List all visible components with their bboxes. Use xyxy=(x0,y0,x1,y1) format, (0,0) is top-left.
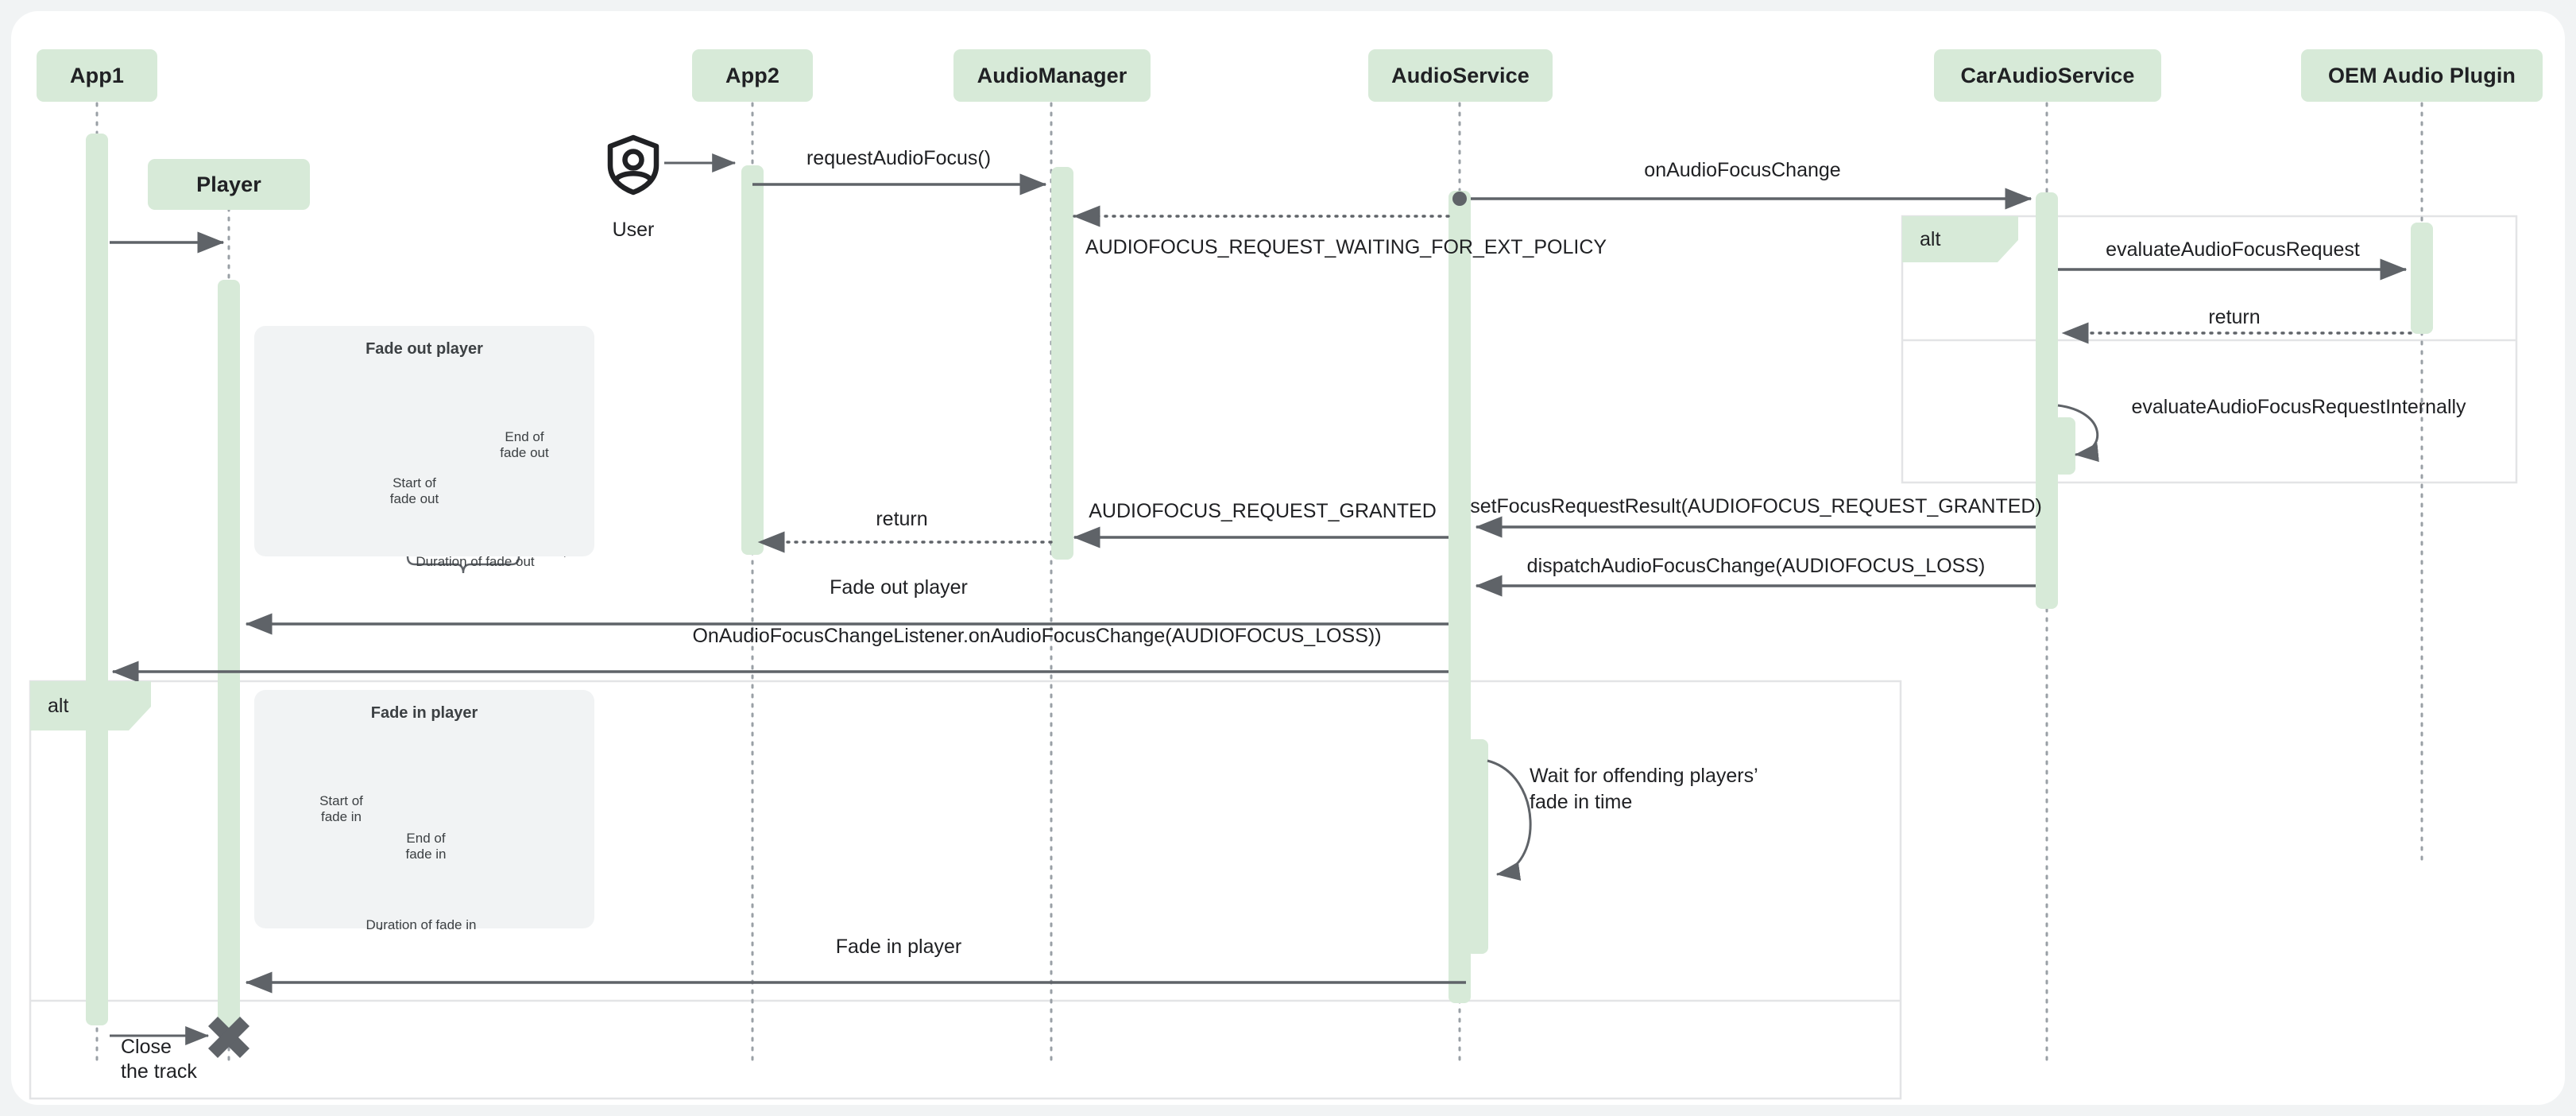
actor-user-label: User xyxy=(612,219,655,241)
message-label-fade-in-player: Fade in player xyxy=(835,936,962,958)
fragment-label-alt-app1: alt xyxy=(30,681,146,730)
participant-label: App1 xyxy=(70,63,124,87)
fade-out-end-label: End of fade out xyxy=(500,429,549,461)
fragment-label-alt-oem: alt xyxy=(1902,216,2015,262)
message-label-fade-out-player: Fade out player xyxy=(830,576,968,599)
fade-in-end-label: End of fade in xyxy=(405,831,447,862)
participant-audiomanager[interactable]: AudioManager xyxy=(953,49,1151,102)
message-label-onaudiofocuschange: onAudioFocusChange xyxy=(1644,159,1841,181)
fade-out-chart-title: Fade out player xyxy=(366,340,483,358)
participant-app2[interactable]: App2 xyxy=(692,49,813,102)
message-label-close-the-track: Close the track xyxy=(121,1036,197,1083)
participant-label: CarAudioService xyxy=(1960,63,2135,87)
note-fade-out-player xyxy=(254,326,594,556)
fade-out-duration-label: Duration of fade out xyxy=(416,554,535,569)
message-label-app2-return: return xyxy=(876,508,928,530)
fragment-label-text: alt xyxy=(48,694,69,717)
participant-label: OEM Audio Plugin xyxy=(2327,63,2516,87)
message-label-onaudiofocuschangelistener: OnAudioFocusChangeListener.onAudioFocusC… xyxy=(692,625,1382,647)
participant-label: App2 xyxy=(725,63,779,87)
participant-label: Player xyxy=(196,172,261,196)
message-label-audiofocus-request-granted: AUDIOFOCUS_REQUEST_GRANTED xyxy=(1089,500,1437,522)
fade-out-start-label: Start of fade out xyxy=(389,475,439,507)
fade-in-chart-title: Fade in player xyxy=(370,704,478,722)
participant-label: AudioService xyxy=(1391,63,1530,87)
participant-caraudioservice[interactable]: CarAudioService xyxy=(1934,49,2161,102)
participant-oemplugin[interactable]: OEM Audio Plugin xyxy=(2301,49,2543,102)
message-label-oem-return: return xyxy=(2208,306,2261,328)
participant-audioservice[interactable]: AudioService xyxy=(1368,49,1553,102)
message-label-evaluateaudiofocusrequest: evaluateAudioFocusRequest xyxy=(2106,238,2360,261)
message-label-waiting-for-ext-policy: AUDIOFOCUS_REQUEST_WAITING_FOR_EXT_POLIC… xyxy=(1085,236,1607,258)
fade-in-duration-label: Duration of fade in xyxy=(366,917,477,932)
note-fade-in-player xyxy=(254,690,594,928)
message-label-dispatchaudiofocuschange: dispatchAudioFocusChange(AUDIOFOCUS_LOSS… xyxy=(1526,555,1986,577)
participant-app1[interactable]: App1 xyxy=(37,49,157,102)
message-label-requestaudiofocus: requestAudioFocus() xyxy=(806,147,992,169)
message-label-wait-fade-in: Wait for offending players’ fade in time xyxy=(1530,765,1758,813)
participant-label: AudioManager xyxy=(977,63,1127,87)
message-label-evaluate-internally: evaluateAudioFocusRequestInternally xyxy=(2131,396,2466,418)
fragment-label-text: alt xyxy=(1920,227,1941,250)
participant-player[interactable]: Player xyxy=(148,159,310,210)
message-label-setfocusrequestresult: setFocusRequestResult(AUDIOFOCUS_REQUEST… xyxy=(1470,495,2042,517)
fade-in-start-label: Start of fade in xyxy=(319,793,363,825)
